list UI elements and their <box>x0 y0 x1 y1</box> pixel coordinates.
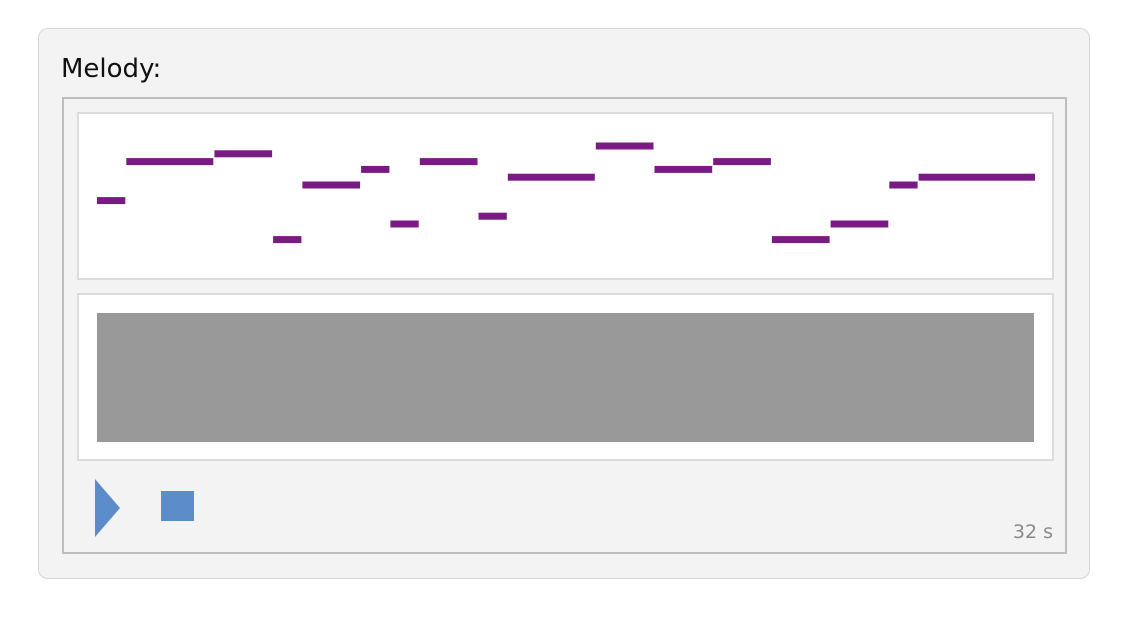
note-2 <box>126 158 214 166</box>
piano-roll <box>77 112 1054 280</box>
piano-roll-canvas <box>97 142 1035 244</box>
play-icon[interactable] <box>95 479 120 537</box>
stop-icon[interactable] <box>161 491 194 521</box>
note-11 <box>595 142 654 150</box>
note-7 <box>390 220 419 228</box>
note-17 <box>918 173 1035 181</box>
note-14 <box>771 236 830 244</box>
note-5 <box>302 181 361 189</box>
duration-label: 32 s <box>1012 521 1053 543</box>
note-1 <box>97 197 126 205</box>
waveform-panel <box>77 293 1054 461</box>
player-frame: 32 s <box>62 97 1067 554</box>
note-9 <box>478 212 507 220</box>
transport-controls: 32 s <box>64 471 1065 551</box>
waveform-display <box>97 313 1034 442</box>
melody-widget: Melody: 32 s <box>38 28 1090 579</box>
note-15 <box>830 220 889 228</box>
note-13 <box>713 158 771 166</box>
widget-title: Melody: <box>61 54 162 84</box>
note-3 <box>214 150 273 158</box>
note-4 <box>273 236 302 244</box>
note-12 <box>654 165 713 173</box>
note-10 <box>507 173 595 181</box>
note-6 <box>361 165 390 173</box>
note-16 <box>889 181 918 189</box>
note-8 <box>419 158 478 166</box>
